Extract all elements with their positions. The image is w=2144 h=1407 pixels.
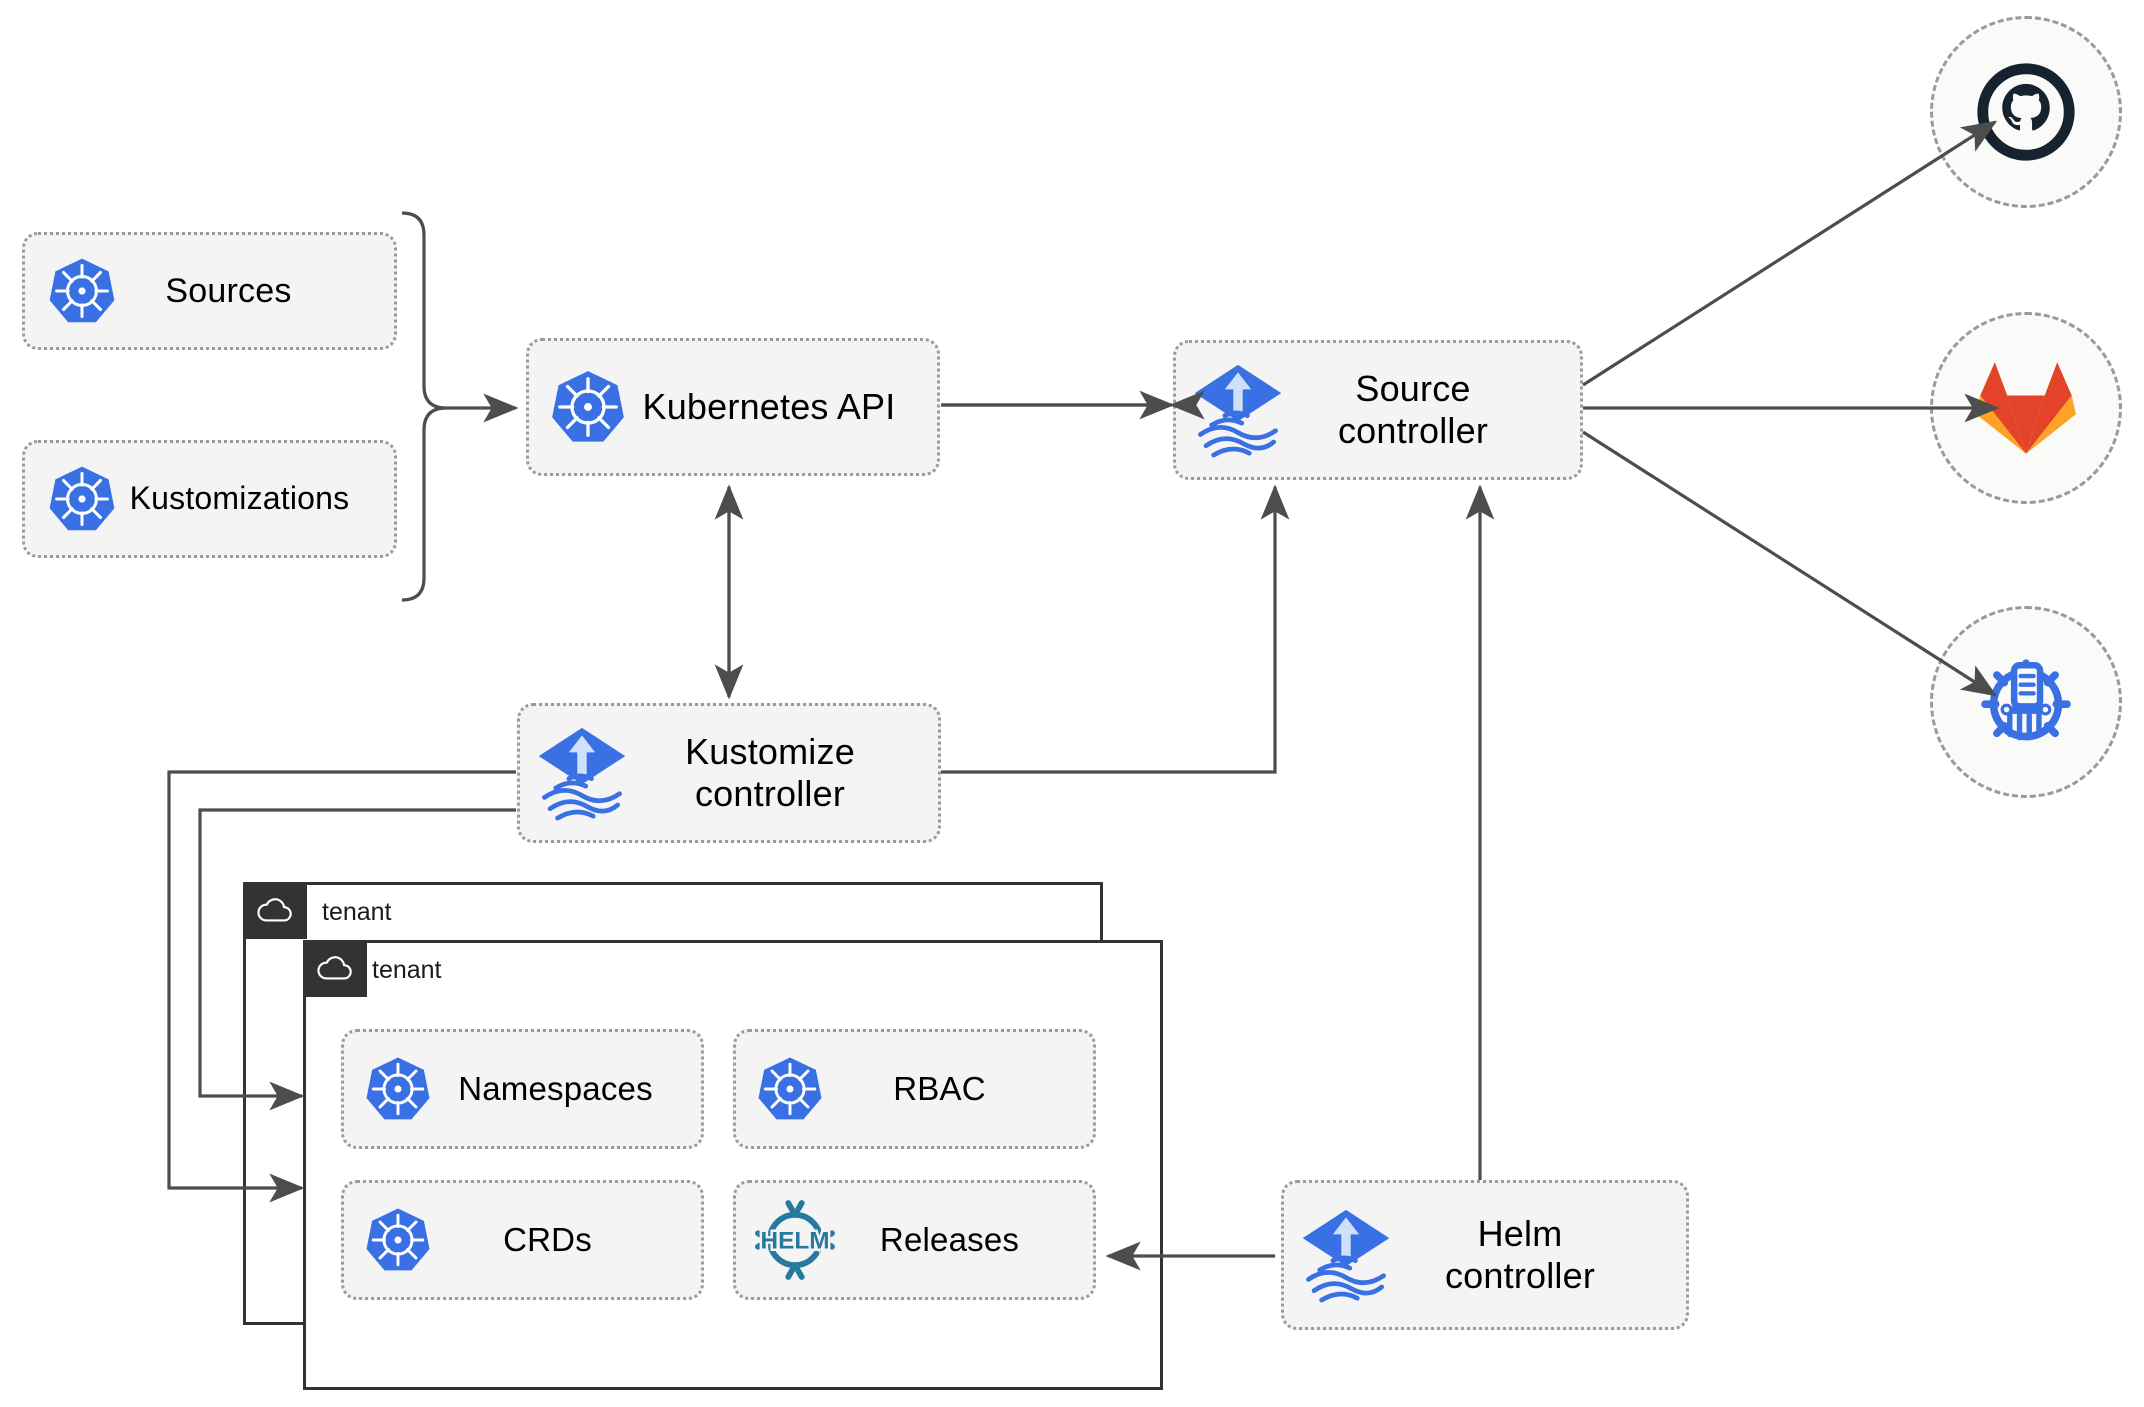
resource-releases[interactable]: HELM Releases	[733, 1180, 1096, 1300]
source-controller-label: Source controller	[1337, 367, 1489, 451]
cloud-icon	[317, 956, 352, 980]
provider-github[interactable]	[1930, 16, 2122, 208]
tenant-card-1-title: tenant	[322, 898, 392, 926]
node-source-controller[interactable]: Source controller	[1173, 340, 1583, 480]
helm-icon: HELM	[752, 1197, 838, 1283]
kustomizations-label: Kustomizations	[129, 480, 350, 517]
crds-label: CRDs	[503, 1220, 592, 1258]
sources-label: Sources	[165, 271, 292, 310]
edge-kustomize-to-tenant-2-real	[198, 808, 516, 1111]
svg-text:HELM: HELM	[761, 1227, 830, 1254]
resource-rbac[interactable]: RBAC	[733, 1029, 1096, 1149]
kubernetes-icon	[43, 252, 121, 330]
flux-icon	[1190, 360, 1286, 460]
node-kustomizations[interactable]: Kustomizations	[22, 440, 397, 558]
node-sources[interactable]: Sources	[22, 232, 397, 350]
cloud-icon	[257, 898, 292, 922]
rbac-label: RBAC	[893, 1069, 986, 1107]
resource-crds[interactable]: CRDs	[341, 1180, 704, 1300]
provider-bucket[interactable]	[1930, 606, 2122, 798]
edge-source-to-github	[1582, 120, 1998, 387]
edge-source-to-bucket	[1582, 430, 1998, 697]
edge-kustomize-to-source	[941, 484, 1290, 774]
namespaces-label: Namespaces	[458, 1069, 653, 1107]
bucket-icon	[1972, 648, 2080, 756]
kubernetes-icon	[43, 460, 121, 538]
node-kubernetes-api[interactable]: Kubernetes API	[526, 338, 940, 476]
tenant-card-2-title: tenant	[372, 956, 442, 984]
github-icon	[1972, 58, 2080, 166]
flux-icon	[534, 723, 630, 823]
kubernetes-icon	[360, 1051, 436, 1127]
node-helm-controller[interactable]: Helm controller	[1281, 1180, 1689, 1330]
group-brace	[401, 211, 447, 602]
helm-controller-label: Helm controller	[1444, 1212, 1596, 1296]
kubernetes-icon	[752, 1051, 828, 1127]
tenant-card-2[interactable]	[303, 940, 1163, 1390]
kubernetes-api-label: Kubernetes API	[642, 385, 896, 427]
releases-label: Releases	[879, 1220, 1020, 1258]
kubernetes-icon	[545, 364, 631, 450]
kubernetes-icon	[360, 1202, 436, 1278]
resource-namespaces[interactable]: Namespaces	[341, 1029, 704, 1149]
tenant-card-1-tab	[243, 882, 307, 939]
kustomize-controller-label: Kustomize controller	[685, 730, 855, 814]
tenant-card-2-tab	[303, 940, 367, 997]
flux-icon	[1298, 1205, 1394, 1305]
edge-kustomize-to-tenant-1	[167, 770, 516, 1203]
node-kustomize-controller[interactable]: Kustomize controller	[517, 703, 941, 843]
